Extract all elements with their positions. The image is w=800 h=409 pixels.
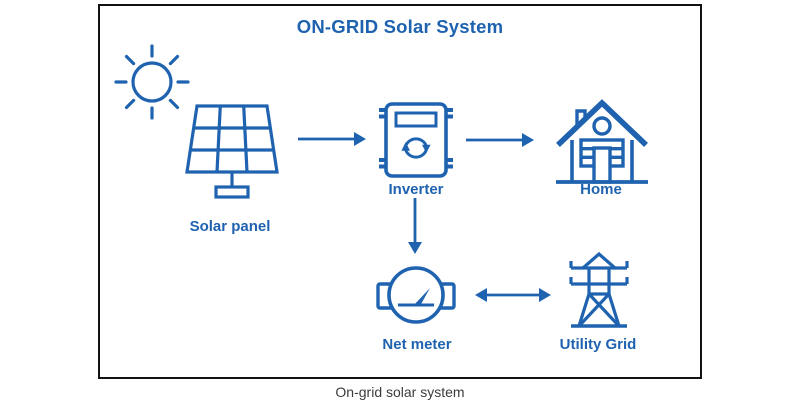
figure-caption: On-grid solar system: [335, 384, 465, 400]
connector-arrow-net-meter-utility-grid-bidirectional: [475, 288, 551, 302]
tower-cross-brace: [578, 292, 620, 327]
net-meter-icon: [376, 266, 456, 324]
diagram-title: ON-GRID Solar System: [296, 16, 504, 37]
solar-panel-icon: [185, 104, 279, 199]
connector-arrow-inverter-to-home: [466, 133, 534, 147]
inverter-mounting-tabs: [379, 108, 453, 169]
home-round-window: [592, 116, 612, 136]
utility-grid-label: Utility Grid: [559, 336, 637, 353]
inverter-icon: [379, 102, 453, 178]
sun-icon: [114, 44, 190, 120]
connector-arrow-inverter-to-net-meter: [408, 198, 422, 254]
home-roof: [556, 99, 648, 147]
solar-panel-label: Solar panel: [189, 218, 271, 235]
utility-grid-icon: [569, 251, 629, 328]
home-label: Home: [580, 181, 622, 198]
connector-arrow-solar-panel-to-inverter: [298, 132, 366, 146]
net-meter-needle: [414, 288, 430, 305]
net-meter-label: Net meter: [382, 336, 452, 353]
home-chimney: [575, 109, 587, 128]
inverter-label: Inverter: [388, 181, 444, 198]
inverter-cycle-arrows: [401, 137, 431, 159]
tower-peak: [581, 251, 617, 270]
sun-rays: [114, 44, 190, 120]
home-icon: [556, 99, 648, 184]
